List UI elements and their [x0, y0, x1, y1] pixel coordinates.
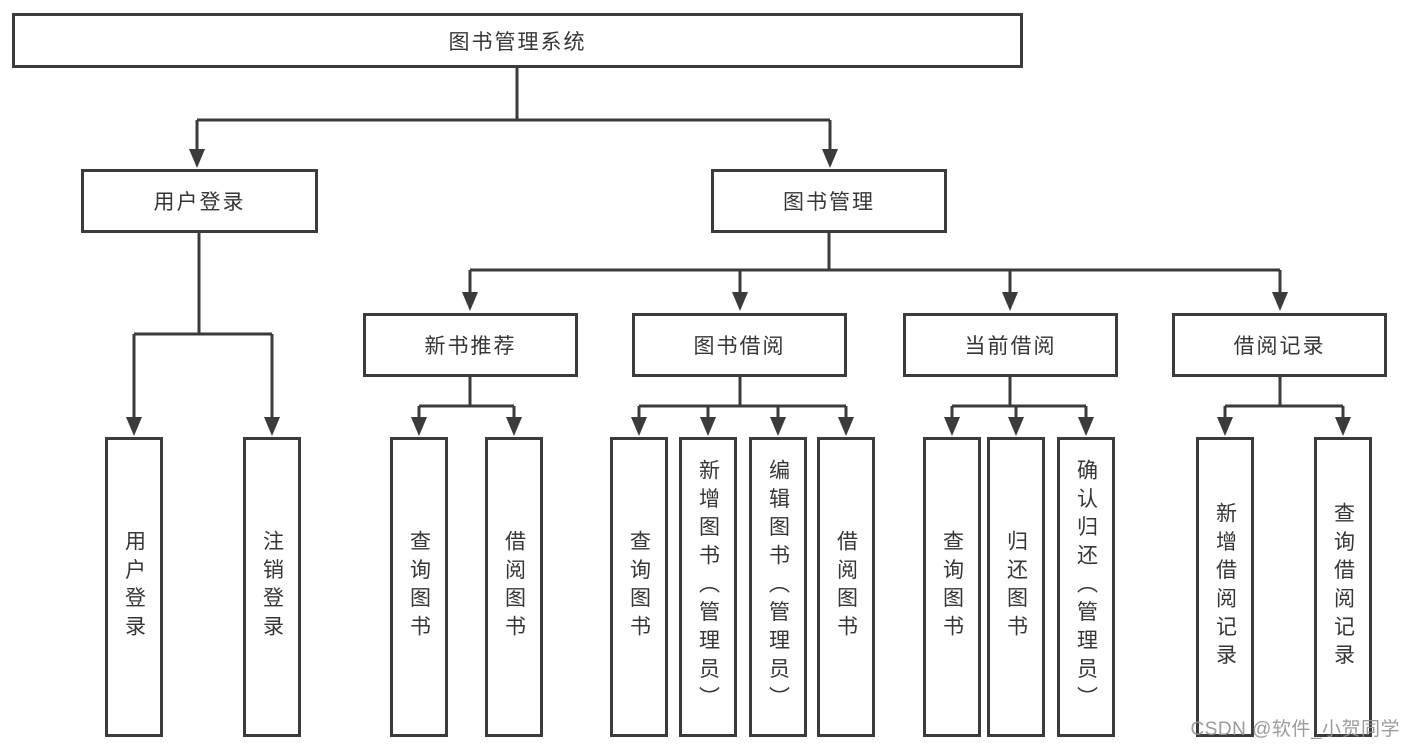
arrow-icon: [1008, 417, 1024, 436]
node-leaf-query-books-recommend-label: 查询图书: [407, 530, 431, 644]
node-leaf-add-books-admin: 新增图书（管理员）: [679, 437, 737, 737]
node-leaf-edit-books-admin: 编辑图书（管理员）: [749, 437, 807, 737]
arrow-icon: [189, 149, 205, 168]
node-leaf-borrow-books-recommend-label: 借阅图书: [502, 530, 526, 644]
node-leaf-query-books-current-label: 查询图书: [940, 530, 964, 644]
arrow-icon: [838, 417, 854, 436]
node-user-login: 用户登录: [81, 169, 318, 233]
node-leaf-return-books-label: 归还图书: [1004, 530, 1028, 644]
arrow-icon: [700, 417, 716, 436]
node-leaf-add-borrow-record-label: 新增借阅记录: [1213, 501, 1237, 673]
node-book-management: 图书管理: [711, 169, 947, 233]
node-leaf-borrow-books-recommend: 借阅图书: [485, 437, 543, 737]
connector-current-borrowing-split: [950, 377, 1088, 420]
connector-book-management-split: [468, 233, 1282, 294]
node-leaf-query-borrow-record-label: 查询借阅记录: [1331, 501, 1355, 673]
arrow-icon: [1335, 417, 1351, 436]
arrow-icon: [506, 417, 522, 436]
arrow-icon: [462, 292, 478, 311]
arrow-icon: [732, 292, 748, 311]
node-leaf-logout: 注销登录: [243, 437, 301, 737]
arrowheads: [126, 149, 1351, 436]
arrow-icon: [822, 149, 838, 168]
connector-borrowing-records-split: [1223, 377, 1345, 420]
arrow-icon: [944, 417, 960, 436]
node-leaf-query-books-borrowing-label: 查询图书: [627, 530, 651, 644]
arrow-icon: [1078, 417, 1094, 436]
node-leaf-user-login-label: 用户登录: [122, 530, 146, 644]
node-borrowing-records: 借阅记录: [1172, 313, 1387, 377]
node-leaf-return-books: 归还图书: [987, 437, 1045, 737]
node-leaf-confirm-return-admin: 确认归还（管理员）: [1057, 437, 1115, 737]
node-leaf-query-books-recommend: 查询图书: [390, 437, 448, 737]
node-leaf-borrow-books-label: 借阅图书: [834, 530, 858, 644]
node-leaf-add-books-admin-label: 新增图书（管理员）: [696, 459, 720, 715]
node-leaf-logout-label: 注销登录: [260, 530, 284, 644]
arrow-icon: [264, 417, 280, 436]
node-leaf-borrow-books: 借阅图书: [817, 437, 875, 737]
arrow-icon: [770, 417, 786, 436]
node-leaf-edit-books-admin-label: 编辑图书（管理员）: [766, 459, 790, 715]
node-leaf-query-borrow-record: 查询借阅记录: [1314, 437, 1372, 737]
node-root-library-management-system: 图书管理系统: [12, 13, 1023, 68]
arrow-icon: [411, 417, 427, 436]
connector-new-book-recommend-split: [417, 377, 516, 420]
node-book-borrowing: 图书借阅: [632, 313, 847, 377]
arrow-icon: [1272, 292, 1288, 311]
node-leaf-query-books-borrowing: 查询图书: [610, 437, 668, 737]
node-leaf-user-login: 用户登录: [105, 437, 163, 737]
arrow-icon: [1002, 292, 1018, 311]
connector-book-borrowing-split: [637, 377, 848, 420]
csdn-watermark: CSDN @软件_小贺同学: [1190, 719, 1400, 740]
connector-user-login-split: [132, 233, 274, 419]
node-current-borrowing: 当前借阅: [903, 313, 1118, 377]
node-leaf-add-borrow-record: 新增借阅记录: [1196, 437, 1254, 737]
node-leaf-query-books-current: 查询图书: [923, 437, 981, 737]
node-new-book-recommend: 新书推荐: [363, 313, 578, 377]
arrow-icon: [1217, 417, 1233, 436]
node-leaf-confirm-return-admin-label: 确认归还（管理员）: [1074, 459, 1098, 715]
connector-root-split: [195, 68, 832, 151]
arrow-icon: [126, 417, 142, 436]
arrow-icon: [631, 417, 647, 436]
